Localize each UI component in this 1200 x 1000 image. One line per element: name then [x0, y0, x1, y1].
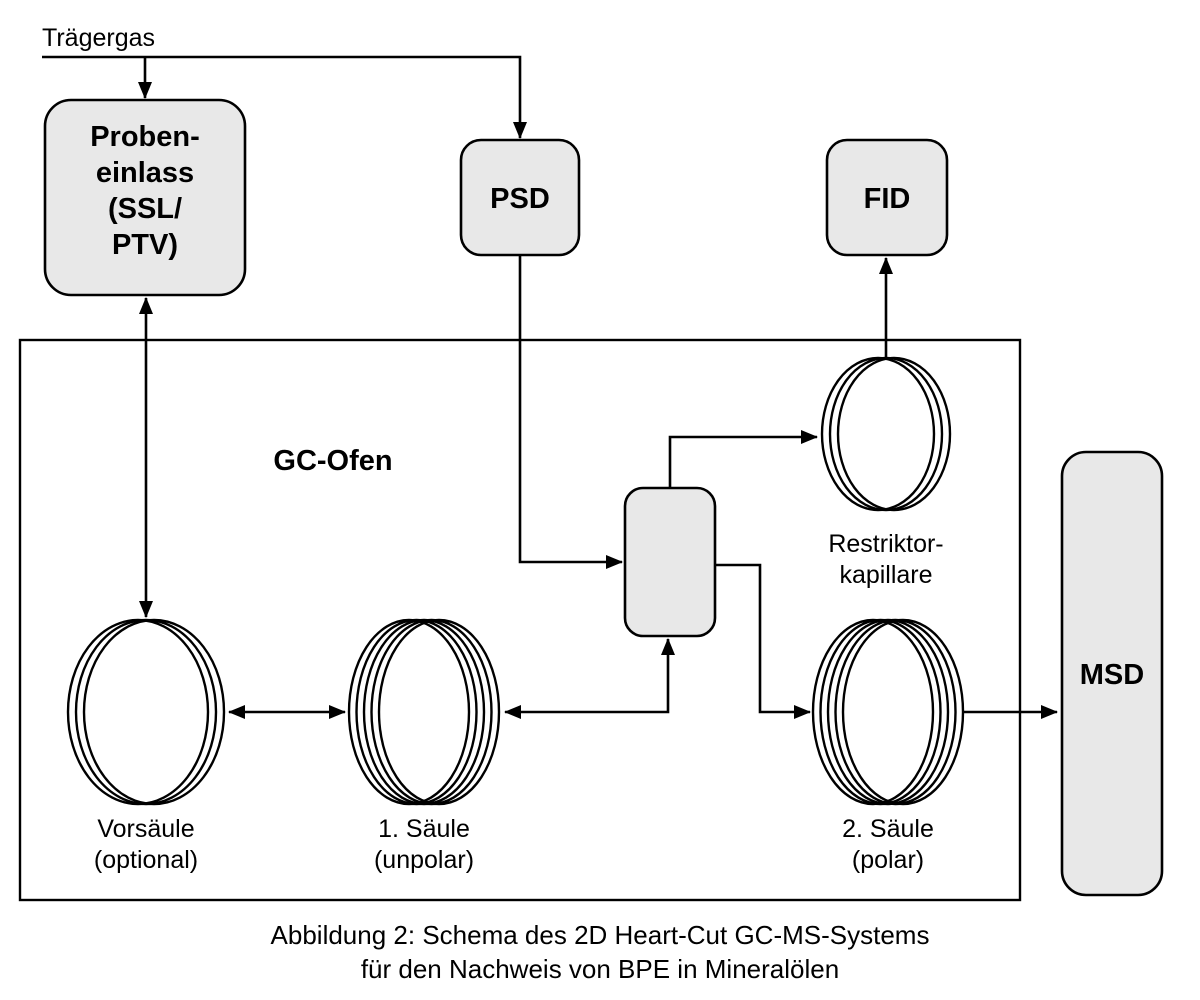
gc-oven-label: GC-Ofen — [273, 445, 392, 477]
precolumn-coil-icon — [66, 618, 226, 806]
column2-label-line2: (polar) — [852, 846, 924, 874]
connector-column1-switch — [504, 638, 675, 719]
restrictor-label-line1: Restriktor- — [828, 530, 943, 558]
fid-box — [825, 138, 949, 257]
psd-label: PSD — [490, 183, 550, 215]
precolumn-label-line2: (optional) — [94, 846, 198, 874]
carrier-gas-label: Trägergas — [42, 24, 155, 52]
carrier-gas-line — [42, 55, 527, 139]
column2-label-line1: 2. Säule — [842, 815, 934, 843]
connector-switch-restrictor — [668, 430, 818, 488]
precolumn-label-line1: Vorsäule — [97, 815, 194, 843]
heart-cut-switch-box — [623, 486, 717, 638]
inlet-label-line2: einlass — [96, 157, 194, 189]
msd-label: MSD — [1080, 659, 1144, 691]
connector-switch-column2 — [715, 563, 811, 719]
figure-caption-line1: Abbildung 2: Schema des 2D Heart-Cut GC-… — [271, 920, 930, 950]
figure-caption-line2: für den Nachweis von BPE in Mineralölen — [361, 954, 839, 984]
fid-label: FID — [864, 183, 911, 215]
inlet-box — [43, 98, 247, 297]
inlet-label-line1: Proben- — [90, 121, 200, 153]
column1-coil-icon — [347, 618, 501, 806]
column1-label-line2: (unpolar) — [374, 846, 474, 874]
inlet-label-line4: PTV) — [112, 229, 178, 261]
inlet-label-line3: (SSL/ — [108, 193, 182, 225]
restrictor-label-line2: kapillare — [839, 561, 932, 589]
column2-coil-icon — [811, 618, 965, 806]
msd-box — [1060, 450, 1164, 897]
column1-label-line1: 1. Säule — [378, 815, 470, 843]
connector-psd-switch — [518, 255, 623, 569]
restrictor-coil-icon — [820, 356, 952, 512]
